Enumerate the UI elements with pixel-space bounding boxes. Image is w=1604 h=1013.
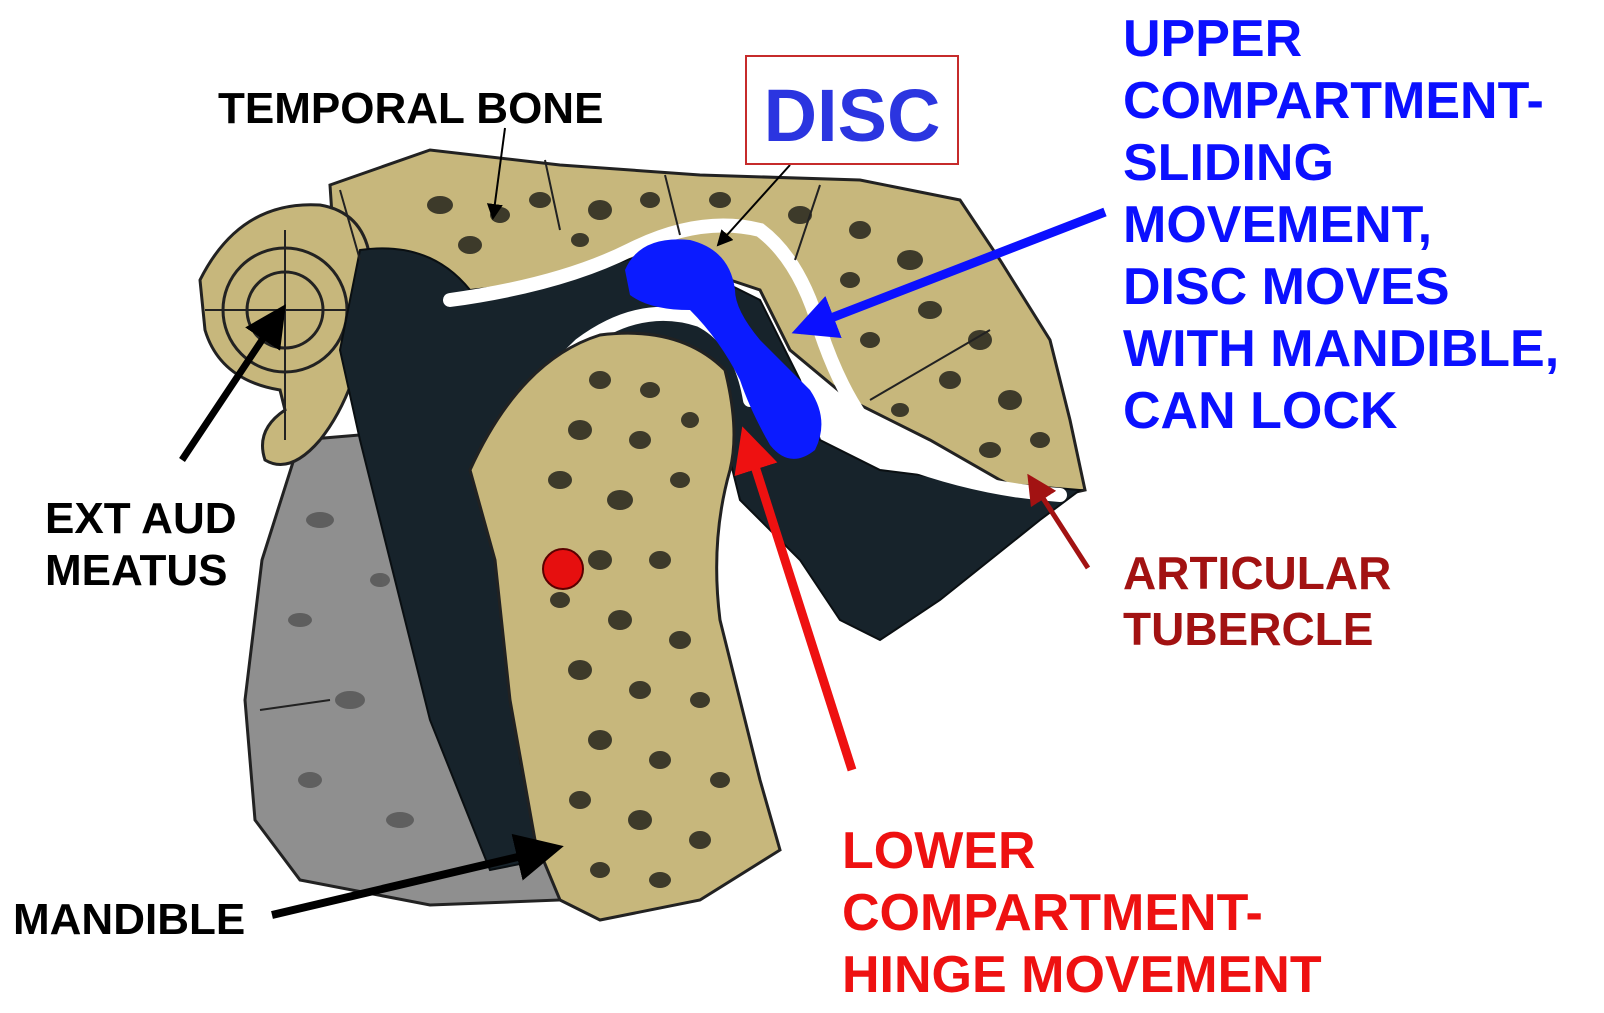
disc-label: DISC (747, 73, 957, 158)
articular-tubercle-line-2: TUBERCLE (1123, 601, 1391, 657)
upper-compartment-line-5: DISC MOVES (1123, 256, 1559, 318)
upper-compartment-line-2: COMPARTMENT- (1123, 70, 1559, 132)
lower-compartment-line-3: HINGE MOVEMENT (842, 944, 1322, 1006)
articular-tubercle-label: ARTICULAR TUBERCLE (1123, 545, 1391, 657)
upper-compartment-line-6: WITH MANDIBLE, (1123, 318, 1559, 380)
upper-compartment-line-7: CAN LOCK (1123, 380, 1559, 442)
upper-compartment-line-4: MOVEMENT, (1123, 194, 1559, 256)
ext-aud-meatus-line-1: EXT AUD (45, 493, 237, 545)
mandible-label: MANDIBLE (13, 898, 245, 942)
lower-compartment-line-1: LOWER (842, 820, 1322, 882)
upper-compartment-label: UPPER COMPARTMENT- SLIDING MOVEMENT, DIS… (1123, 8, 1559, 442)
upper-compartment-line-3: SLIDING (1123, 132, 1559, 194)
lower-compartment-label: LOWER COMPARTMENT- HINGE MOVEMENT (842, 820, 1322, 1006)
articular-tubercle-line-1: ARTICULAR (1123, 545, 1391, 601)
upper-compartment-line-1: UPPER (1123, 8, 1559, 70)
ext-aud-meatus-line-2: MEATUS (45, 545, 237, 597)
ext-aud-meatus-label: EXT AUD MEATUS (45, 493, 237, 597)
condyle-red-dot (543, 549, 583, 589)
lower-compartment-line-2: COMPARTMENT- (842, 882, 1322, 944)
disc-label-box: DISC (745, 55, 959, 165)
temporal-bone-label: TEMPORAL BONE (218, 87, 603, 131)
